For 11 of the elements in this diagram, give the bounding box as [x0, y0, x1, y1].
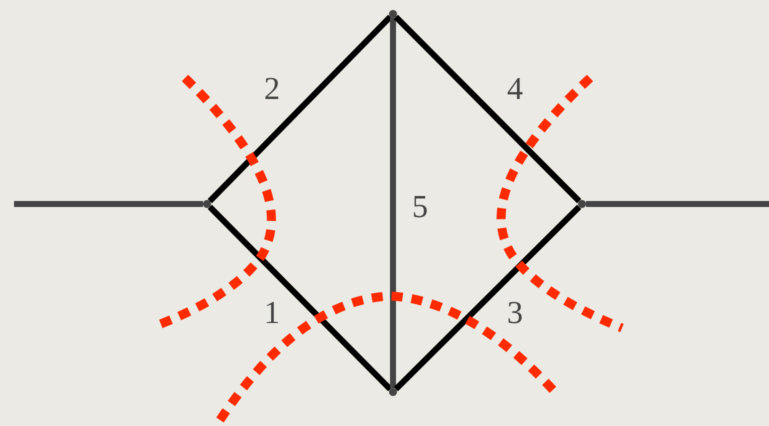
- connector-line: [586, 201, 769, 207]
- junction-dot: [389, 10, 397, 18]
- connector-line: [208, 14, 392, 204]
- connector-line: [14, 201, 203, 207]
- junction-dot: [578, 200, 586, 208]
- connector-line: [394, 204, 582, 392]
- connector-line: [394, 14, 582, 204]
- junction-dot: [203, 200, 211, 208]
- connector-line: [390, 18, 396, 388]
- junction-dot: [389, 388, 397, 396]
- connector-line: [208, 204, 392, 392]
